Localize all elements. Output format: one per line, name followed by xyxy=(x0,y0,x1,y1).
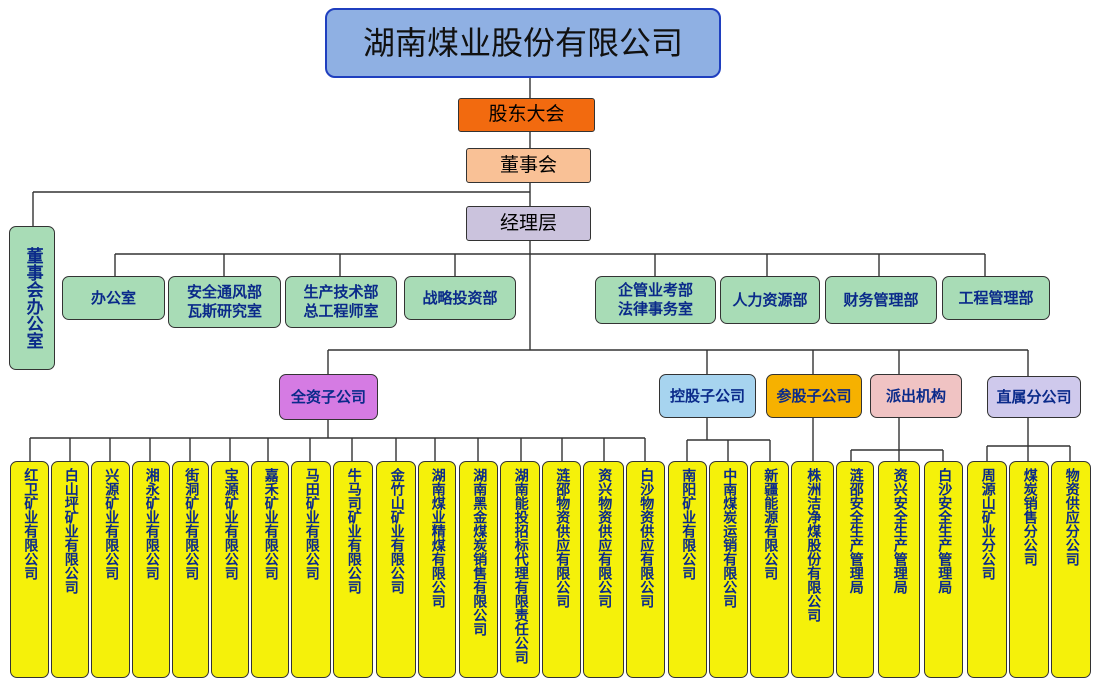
board-of-directors-box: 董事会 xyxy=(466,148,591,183)
dept-office-line1: 办公室 xyxy=(90,288,136,307)
sub-kong-3-label: 新疆能源有限公司 xyxy=(762,468,779,580)
sub-quan-1-label: 红卫矿业有限公司 xyxy=(22,468,39,580)
board-of-directors-label: 董事会 xyxy=(499,153,557,176)
sub-quan-8: 马田矿业有限公司 xyxy=(291,461,331,678)
dept-production-tech: 生产技术部 总工程师室 xyxy=(285,276,397,328)
sub-quan-12: 湖南黑金煤炭销售有限公司 xyxy=(459,461,498,678)
sub-quan-2: 白山坪矿业有限公司 xyxy=(51,461,89,678)
board-office-box: 董事会办公室 xyxy=(9,226,55,370)
sub-pai-1-label: 涟邵安全生产管理局 xyxy=(847,468,864,594)
sub-quan-14: 涟邵物资供应有限公司 xyxy=(542,461,581,678)
category-branch-label: 直属分公司 xyxy=(996,387,1072,406)
dept-enterprise-legal: 企管业考部 法律事务室 xyxy=(595,276,716,324)
dept-safety-ventilation: 安全通风部 瓦斯研究室 xyxy=(168,276,281,328)
sub-quan-4: 湘永矿业有限公司 xyxy=(132,461,170,678)
company-title-box: 湖南煤业股份有限公司 xyxy=(325,8,721,78)
sub-quan-15-label: 资兴物资供应有限公司 xyxy=(596,468,613,608)
sub-quan-2-label: 白山坪矿业有限公司 xyxy=(62,468,79,594)
category-equity-label: 参股子公司 xyxy=(776,386,852,405)
sub-kong-1-label: 南阳矿业有限公司 xyxy=(680,468,697,580)
sub-kong-1: 南阳矿业有限公司 xyxy=(668,461,707,678)
company-title: 湖南煤业股份有限公司 xyxy=(362,24,683,62)
shareholders-meeting-box: 股东大会 xyxy=(458,98,595,132)
sub-pai-2: 资兴安全生产管理局 xyxy=(878,461,920,678)
sub-pai-2-label: 资兴安全生产管理局 xyxy=(891,468,908,594)
sub-quan-6: 宝源矿业有限公司 xyxy=(211,461,249,678)
dept-finance-line1: 财务管理部 xyxy=(843,290,919,309)
sub-quan-10: 金竹山矿业有限公司 xyxy=(376,461,416,678)
sub-kong-3: 新疆能源有限公司 xyxy=(750,461,789,678)
sub-quan-11-label: 湖南煤业精煤有限公司 xyxy=(429,468,446,608)
sub-pai-3: 白沙安全生产管理局 xyxy=(924,461,963,678)
category-dispatched-label: 派出机构 xyxy=(885,386,946,405)
dept-engineering: 工程管理部 xyxy=(942,276,1050,320)
board-office-label: 董事会办公室 xyxy=(22,247,43,349)
sub-quan-5: 街洞矿业有限公司 xyxy=(172,461,209,678)
management-label: 经理层 xyxy=(499,211,557,234)
sub-zhi-2-label: 煤炭销售分公司 xyxy=(1021,468,1038,566)
category-wholly-owned-label: 全资子公司 xyxy=(290,387,366,406)
dept-production-line1: 生产技术部 xyxy=(303,283,379,302)
dept-engineering-line1: 工程管理部 xyxy=(958,288,1034,307)
sub-zhi-1: 周源山矿业分公司 xyxy=(967,461,1007,678)
sub-zhi-3: 物资供应分公司 xyxy=(1051,461,1091,678)
management-box: 经理层 xyxy=(466,206,591,241)
dept-finance: 财务管理部 xyxy=(825,276,937,324)
dept-office: 办公室 xyxy=(62,276,165,320)
sub-quan-3-label: 兴源矿业有限公司 xyxy=(103,468,120,580)
sub-quan-16: 白沙物资供应有限公司 xyxy=(626,461,665,678)
dept-safety-line1: 安全通风部 xyxy=(186,283,262,302)
sub-quan-13-label: 湖南能投招标代理有限责任公司 xyxy=(512,468,529,664)
sub-pai-3-label: 白沙安全生产管理局 xyxy=(936,468,953,594)
sub-pai-1: 涟邵安全生产管理局 xyxy=(836,461,874,678)
category-holding-label: 控股子公司 xyxy=(669,386,745,405)
dept-enterprise-line1: 企管业考部 xyxy=(617,281,693,300)
dept-hr-line1: 人力资源部 xyxy=(732,290,808,309)
sub-quan-5-label: 街洞矿业有限公司 xyxy=(183,468,200,580)
sub-quan-9-label: 牛马司矿业有限公司 xyxy=(345,468,362,594)
sub-can-1: 株洲洁净煤股份有限公司 xyxy=(791,461,834,678)
sub-zhi-1-label: 周源山矿业分公司 xyxy=(979,468,996,580)
sub-zhi-3-label: 物资供应分公司 xyxy=(1063,468,1080,566)
sub-quan-14-label: 涟邵物资供应有限公司 xyxy=(554,468,571,608)
dept-enterprise-line2: 法律事务室 xyxy=(617,300,693,318)
category-branch: 直属分公司 xyxy=(987,376,1081,418)
sub-quan-9: 牛马司矿业有限公司 xyxy=(333,461,373,678)
sub-kong-2: 中南煤炭运销有限公司 xyxy=(709,461,748,678)
category-holding: 控股子公司 xyxy=(659,374,756,418)
sub-quan-7: 嘉禾矿业有限公司 xyxy=(251,461,289,678)
sub-kong-2-label: 中南煤炭运销有限公司 xyxy=(721,468,738,608)
sub-quan-4-label: 湘永矿业有限公司 xyxy=(143,468,160,580)
sub-can-1-label: 株洲洁净煤股份有限公司 xyxy=(805,468,822,622)
sub-quan-15: 资兴物资供应有限公司 xyxy=(583,461,624,678)
sub-quan-1: 红卫矿业有限公司 xyxy=(10,461,49,678)
dept-strategy-line1: 战略投资部 xyxy=(422,288,498,307)
sub-quan-12-label: 湖南黑金煤炭销售有限公司 xyxy=(471,468,488,636)
sub-zhi-2: 煤炭销售分公司 xyxy=(1009,461,1049,678)
sub-quan-3: 兴源矿业有限公司 xyxy=(91,461,130,678)
sub-quan-10-label: 金竹山矿业有限公司 xyxy=(388,468,405,594)
category-wholly-owned: 全资子公司 xyxy=(279,374,378,420)
category-dispatched: 派出机构 xyxy=(870,374,962,418)
dept-human-resources: 人力资源部 xyxy=(720,276,820,324)
sub-quan-16-label: 白沙物资供应有限公司 xyxy=(638,468,655,608)
dept-safety-line2: 瓦斯研究室 xyxy=(186,302,262,320)
sub-quan-8-label: 马田矿业有限公司 xyxy=(303,468,320,580)
sub-quan-6-label: 宝源矿业有限公司 xyxy=(222,468,239,580)
shareholders-meeting-label: 股东大会 xyxy=(488,103,565,126)
sub-quan-13: 湖南能投招标代理有限责任公司 xyxy=(500,461,540,678)
sub-quan-11: 湖南煤业精煤有限公司 xyxy=(418,461,456,678)
category-equity: 参股子公司 xyxy=(766,374,862,418)
dept-production-line2: 总工程师室 xyxy=(303,302,379,320)
sub-quan-7-label: 嘉禾矿业有限公司 xyxy=(262,468,279,580)
dept-strategy-investment: 战略投资部 xyxy=(404,276,516,320)
